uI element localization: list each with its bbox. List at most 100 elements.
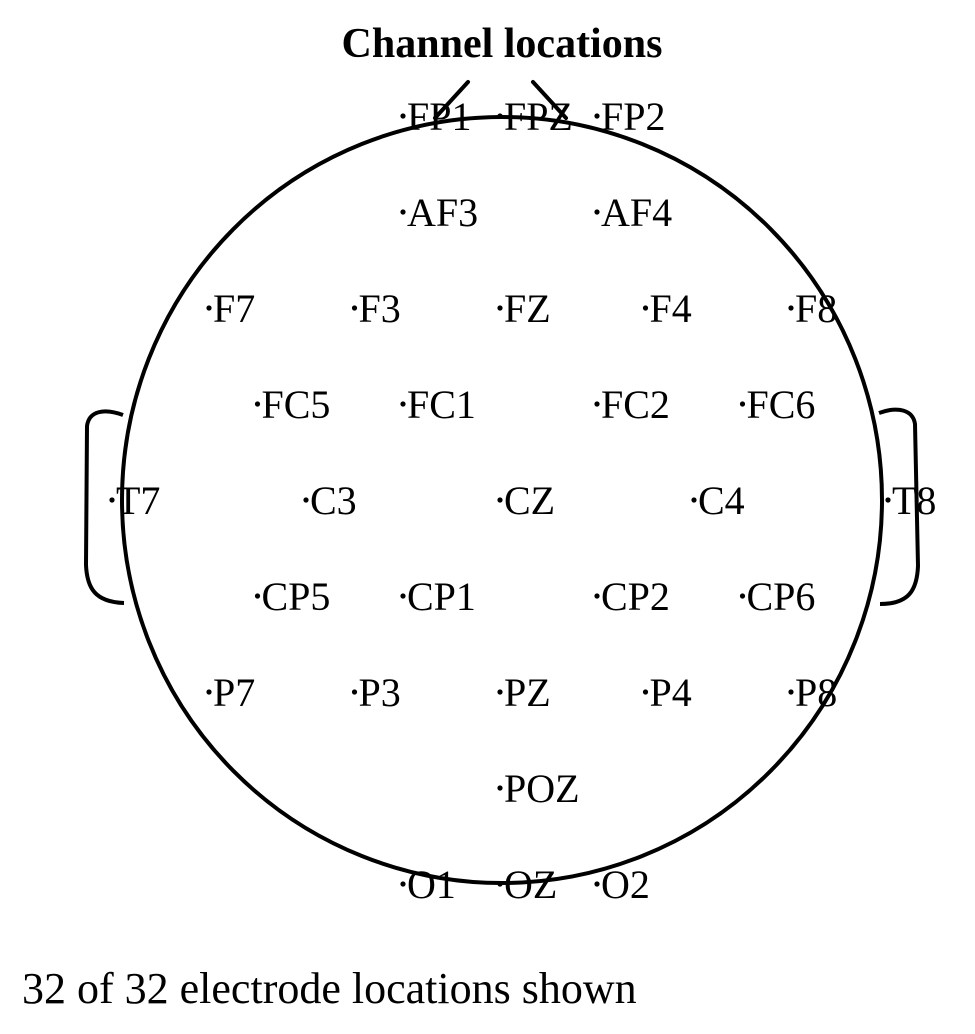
electrode-dot: [206, 689, 212, 695]
electrode-oz: OZ: [497, 862, 557, 907]
electrode-label: P3: [359, 670, 401, 715]
electrode-dot: [400, 113, 406, 119]
electrode-label: FP1: [407, 94, 472, 139]
electrode-dot: [109, 497, 115, 503]
right-ear: [878, 407, 920, 606]
electrode-dot: [351, 689, 358, 695]
electrode-fpz: FPZ: [497, 94, 573, 139]
electrode-dot: [885, 497, 891, 503]
electrode-label: T7: [116, 478, 160, 523]
electrode-label: OZ: [504, 862, 557, 907]
electrode-label: CP6: [747, 574, 816, 619]
electrode-label: FC5: [262, 382, 331, 427]
electrode-label: F3: [359, 286, 401, 331]
electrode-dot: [497, 113, 503, 119]
electrode-pz: PZ: [497, 670, 551, 715]
electrode-label: CP2: [601, 574, 670, 619]
electrode-t8: T8: [885, 478, 936, 523]
electrode-label: PZ: [504, 670, 551, 715]
electrode-dot: [400, 209, 406, 215]
electrode-p8: P8: [788, 670, 837, 715]
electrode-dot: [642, 305, 649, 311]
electrode-dot: [594, 209, 600, 215]
nose-left-line: [433, 80, 470, 120]
electrode-poz: POZ: [497, 766, 580, 811]
electrode-fc1: FC1: [400, 382, 476, 427]
electrode-dot: [594, 593, 600, 599]
electrode-cz: CZ: [497, 478, 555, 523]
nose-right-line: [531, 80, 568, 120]
electrode-dot: [497, 689, 503, 695]
electrode-label: CP5: [262, 574, 331, 619]
electrode-label: O2: [601, 862, 650, 907]
electrode-dot: [642, 689, 649, 695]
electrode-fp2: FP2: [594, 94, 666, 139]
electrode-o2: O2: [594, 862, 650, 907]
electrode-dot: [594, 881, 600, 887]
electrode-t7: T7: [109, 478, 160, 523]
electrode-label: P4: [650, 670, 692, 715]
electrodes-shown-caption: 32 of 32 electrode locations shown: [22, 964, 637, 1013]
diagram-title: Channel locations: [342, 21, 663, 67]
electrode-label: FZ: [504, 286, 551, 331]
electrode-label: T8: [892, 478, 936, 523]
electrode-dot: [594, 401, 600, 407]
electrode-dot: [739, 593, 746, 599]
electrode-f8: F8: [788, 286, 837, 331]
electrode-label: AF4: [601, 190, 672, 235]
electrode-label: P8: [795, 670, 837, 715]
electrode-cp1: CP1: [400, 574, 476, 619]
electrode-o1: O1: [400, 862, 456, 907]
electrode-p4: P4: [642, 670, 692, 715]
electrode-cp5: CP5: [254, 574, 331, 619]
electrode-dot: [351, 305, 358, 311]
left-ear: [84, 409, 125, 605]
electrode-label: C4: [698, 478, 745, 523]
electrode-label: C3: [310, 478, 357, 523]
electrode-label: FPZ: [504, 94, 573, 139]
electrode-dot: [739, 401, 746, 407]
electrode-label: FC1: [407, 382, 476, 427]
electrode-c3: C3: [303, 478, 357, 523]
electrode-label: POZ: [504, 766, 580, 811]
electrode-f7: F7: [206, 286, 255, 331]
electrode-label: FP2: [601, 94, 666, 139]
electrode-p7: P7: [206, 670, 255, 715]
electrode-f4: F4: [642, 286, 692, 331]
electrode-cp6: CP6: [739, 574, 816, 619]
electrode-label: CZ: [504, 478, 555, 523]
electrode-dot: [497, 305, 503, 311]
electrode-fc6: FC6: [739, 382, 816, 427]
electrode-dot: [303, 497, 309, 503]
electrode-p3: P3: [351, 670, 401, 715]
electrode-label: F7: [213, 286, 255, 331]
electrode-fc5: FC5: [254, 382, 331, 427]
electrode-c4: C4: [691, 478, 745, 523]
electrode-dot: [497, 881, 503, 887]
electrode-dot: [206, 305, 212, 311]
electrode-dot: [254, 401, 261, 407]
electrode-label: AF3: [407, 190, 478, 235]
electrode-dot: [691, 497, 697, 503]
electrode-dot: [497, 785, 503, 791]
electrode-af4: AF4: [594, 190, 672, 235]
electrode-dot: [254, 593, 261, 599]
electrode-label: FC6: [747, 382, 816, 427]
electrode-dot: [400, 881, 406, 887]
electrode-f3: F3: [351, 286, 401, 331]
electrode-dot: [497, 497, 503, 503]
electrode-label: FC2: [601, 382, 670, 427]
electrode-dot: [594, 113, 600, 119]
electrode-fp1: FP1: [400, 94, 472, 139]
electrode-cp2: CP2: [594, 574, 670, 619]
electrode-dot: [400, 401, 406, 407]
electrode-label: O1: [407, 862, 456, 907]
electrode-label: F4: [650, 286, 692, 331]
electrode-fz: FZ: [497, 286, 551, 331]
electrode-label: CP1: [407, 574, 476, 619]
electrode-fc2: FC2: [594, 382, 670, 427]
electrode-dot: [788, 305, 794, 311]
electrode-label: P7: [213, 670, 255, 715]
